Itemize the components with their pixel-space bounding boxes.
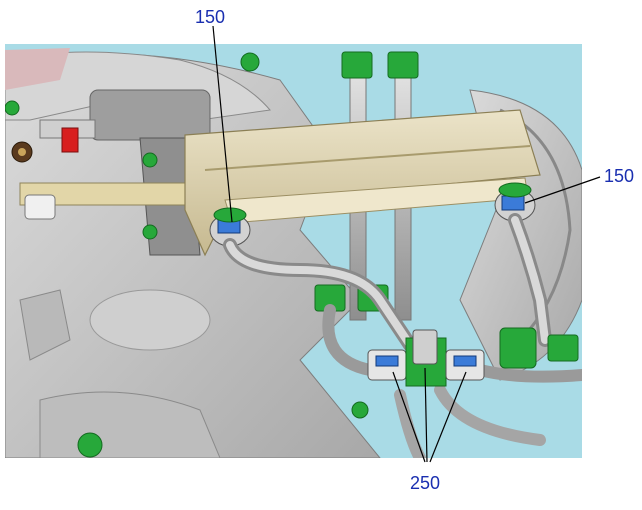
- green-bolt-left: [5, 100, 20, 116]
- green-clip-top-a: [341, 51, 373, 79]
- plate-bolt-3: [142, 224, 158, 240]
- leader-150-right: [524, 176, 601, 204]
- shaft-end: [24, 194, 56, 220]
- casting-lower-ribs: [19, 289, 71, 361]
- assembly-scene: [5, 44, 582, 458]
- rod-end-bore: [18, 148, 26, 156]
- bracket-edge: [204, 145, 531, 171]
- actuator-cylinder: [89, 89, 211, 141]
- green-clip-top-b: [387, 51, 419, 79]
- pipe-down: [394, 384, 546, 458]
- casting-boss: [89, 289, 211, 351]
- green-bolt-bottom: [77, 432, 103, 458]
- pipe-lower: [322, 304, 582, 383]
- green-bolt-top: [240, 52, 260, 72]
- leader-250-b: [424, 367, 428, 463]
- leader-lines: [212, 25, 601, 463]
- callout-150-top: 150: [195, 7, 225, 27]
- pipe-left-highlight: [226, 241, 414, 349]
- green-bolt-lower: [351, 401, 369, 419]
- callout-250-bottom: 250: [410, 473, 440, 493]
- red-fitting: [61, 127, 79, 153]
- connector-block: [367, 327, 579, 387]
- pipe-right-highlight: [511, 216, 549, 344]
- hose-clamp-right: [494, 182, 536, 222]
- hose-clamp-left: [209, 207, 251, 247]
- leader-250-a: [392, 371, 426, 463]
- plate-bolt-1: [142, 152, 158, 168]
- callout-150-right: 150: [604, 166, 634, 186]
- leader-250-c: [429, 371, 467, 463]
- leader-150-left: [212, 25, 233, 223]
- casting-pink-pad: [5, 48, 70, 90]
